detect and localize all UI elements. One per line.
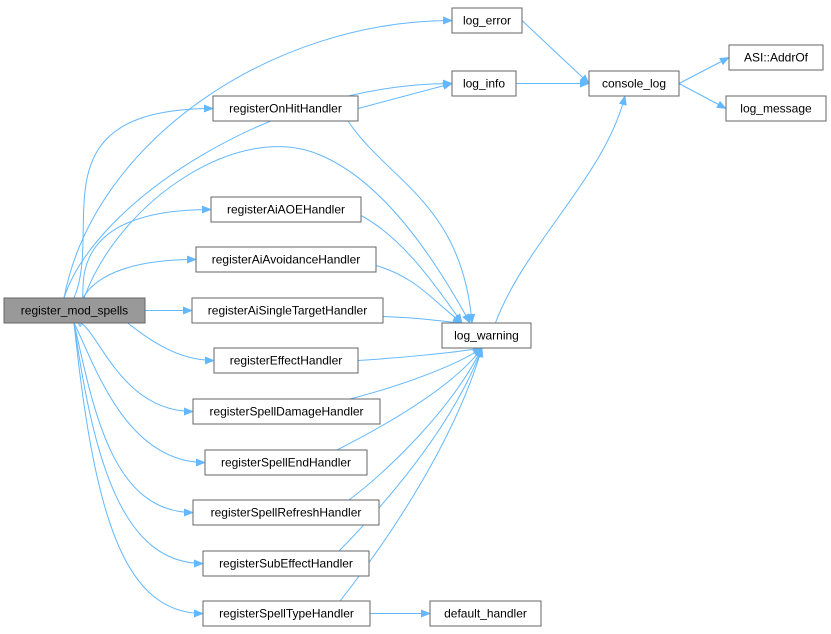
- node-box: [202, 600, 371, 627]
- node-registeraiaoehandler[interactable]: registerAiAOEHandler: [210, 196, 362, 223]
- node-default-handler[interactable]: default_handler: [429, 600, 542, 627]
- node-box: [202, 550, 370, 577]
- edge-registeraisingletargethandler-to-log-warning: [382, 316, 463, 327]
- node-box: [192, 398, 381, 425]
- node-label: registerSpellDamageHandler: [209, 405, 363, 419]
- edge-register-mod-spells-to-registeraiaoehandler: [73, 205, 212, 304]
- node-label: registerSpellTypeHandler: [219, 607, 354, 621]
- node-box: [728, 44, 824, 71]
- node-registersubeffecthandler[interactable]: registerSubEffectHandler: [202, 550, 370, 577]
- edge-register-mod-spells-to-registerspellendhandler: [73, 322, 206, 467]
- node-registeraiavoidancehandler[interactable]: registerAiAvoidanceHandler: [195, 246, 377, 273]
- node-box: [441, 322, 532, 349]
- node-log-message[interactable]: log_message: [725, 95, 827, 122]
- node-registeronhithandler[interactable]: registerOnHitHandler: [212, 95, 359, 122]
- node-label: registerAiSingleTargetHandler: [208, 304, 367, 318]
- node-box: [195, 246, 377, 273]
- edge-register-mod-spells-to-log-warning: [83, 146, 471, 324]
- edge-registerspelltypehandler-to-log-warning: [339, 347, 484, 602]
- edge-register-mod-spells-to-registersubeffecthandler: [73, 322, 204, 568]
- node-label: console_log: [602, 77, 666, 91]
- graph-edges: [63, 16, 730, 618]
- edge-registeraiavoidancehandler-to-log-warning: [375, 265, 463, 324]
- edge-log-error-to-console-log: [521, 20, 590, 85]
- node-log-warning[interactable]: log_warning: [441, 322, 532, 349]
- edge-register-mod-spells-to-log-info: [63, 79, 453, 299]
- node-label: registerSubEffectHandler: [219, 557, 353, 571]
- node-label: default_handler: [444, 607, 527, 621]
- graph-nodes: register_mod_spells log_error log_info cons…: [3, 7, 827, 627]
- edge-register-mod-spells-to-registerspellrefreshhandler: [73, 322, 194, 517]
- node-label: register_mod_spells: [21, 304, 128, 318]
- node-log-error[interactable]: log_error: [451, 7, 523, 34]
- node-registerspelltypehandler[interactable]: registerSpellTypeHandler: [202, 600, 371, 627]
- node-log-info[interactable]: log_info: [451, 70, 517, 97]
- node-box: [204, 449, 368, 476]
- edge-register-mod-spells-to-log-error: [63, 16, 453, 299]
- node-box: [212, 95, 359, 122]
- node-box: [429, 600, 542, 627]
- edge-registereffecthandler-to-log-warning: [357, 345, 483, 361]
- node-registerspelldamagehandler[interactable]: registerSpellDamageHandler: [192, 398, 381, 425]
- edge-registerspellrefreshhandler-to-log-warning: [348, 347, 483, 501]
- edge-console-log-to-log-message: [678, 83, 727, 109]
- node-label: registerOnHitHandler: [229, 102, 342, 116]
- node-label: registerEffectHandler: [230, 354, 343, 368]
- node-label: log_error: [463, 14, 511, 28]
- node-registeraisingletargethandler[interactable]: registerAiSingleTargetHandler: [191, 297, 384, 324]
- node-label: registerSpellRefreshHandler: [211, 506, 362, 520]
- node-box: [192, 499, 380, 526]
- edge-register-mod-spells-to-registeronhithandler: [73, 104, 214, 299]
- edge-console-log-to-asi-addrof: [678, 57, 730, 84]
- node-registereffecthandler[interactable]: registerEffectHandler: [213, 347, 359, 374]
- node-box: [210, 196, 362, 223]
- node-box: [588, 70, 680, 97]
- edge-registerspellendhandler-to-log-warning: [336, 347, 483, 451]
- node-asi-addrof[interactable]: ASI::AddrOf: [728, 44, 824, 71]
- node-label: log_message: [740, 102, 812, 116]
- edge-registersubeffecthandler-to-log-warning: [338, 347, 483, 552]
- node-box: [725, 95, 827, 122]
- node-label: log_info: [463, 77, 505, 91]
- node-label: registerAiAOEHandler: [227, 203, 345, 217]
- edge-registeronhithandler-to-log-warning: [347, 120, 476, 324]
- edge-register-mod-spells-to-registerspelldamagehandler: [73, 321, 194, 416]
- node-box: [3, 297, 146, 324]
- edge-registerspelldamagehandler-to-log-warning: [349, 347, 483, 400]
- node-box: [191, 297, 384, 324]
- edge-registeraiaoehandler-to-log-warning: [360, 215, 463, 324]
- edge-register-mod-spells-to-registerspelltypehandler: [73, 322, 204, 618]
- node-label: registerAiAvoidanceHandler: [212, 253, 361, 267]
- node-box: [451, 70, 517, 97]
- node-label: ASI::AddrOf: [744, 51, 809, 65]
- node-console-log[interactable]: console_log: [588, 70, 680, 97]
- edge-registeronhithandler-to-log-info: [357, 81, 453, 109]
- node-registerspellendhandler[interactable]: registerSpellEndHandler: [204, 449, 368, 476]
- node-box: [451, 7, 523, 34]
- node-registerspellrefreshhandler[interactable]: registerSpellRefreshHandler: [192, 499, 380, 526]
- edge-log-warning-to-console-log: [494, 95, 627, 324]
- node-label: registerSpellEndHandler: [221, 456, 351, 470]
- node-register-mod-spells[interactable]: register_mod_spells: [3, 297, 146, 324]
- node-label: log_warning: [454, 329, 519, 343]
- node-box: [213, 347, 359, 374]
